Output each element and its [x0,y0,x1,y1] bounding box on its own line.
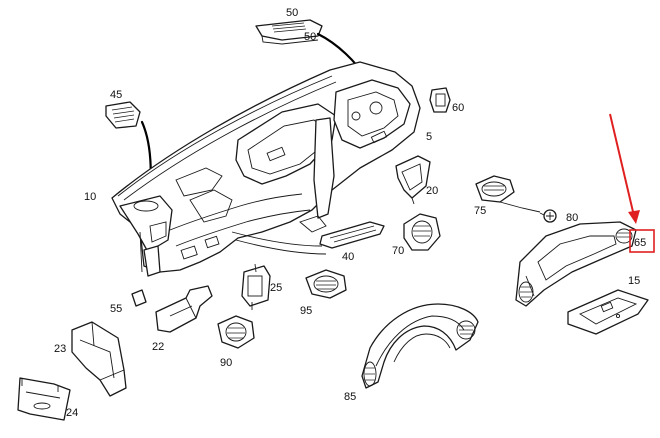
part-24-lid[interactable] [17,377,71,421]
label-part-50: 50 [286,7,298,19]
highlight-arrow-head [628,210,640,224]
part-75-vent[interactable] [475,175,515,203]
part-85-cluster-bezel[interactable] [361,303,479,389]
part-50-top-cover[interactable] [255,19,323,45]
part-22-duct[interactable] [155,285,213,333]
label-part-23: 23 [54,343,66,355]
part-65-trim-frame[interactable] [515,221,637,307]
label-part-45: 45 [110,89,122,101]
label-part-5: 5 [426,131,432,143]
part-40-bar[interactable] [299,215,385,249]
label-part-90: 90 [220,357,232,369]
label-part-22: 22 [152,341,164,353]
label-part-95: 95 [300,305,312,317]
label-part-50-small: 50 [304,31,316,43]
leader-75 [499,201,541,213]
label-part-65: 65 [634,237,646,249]
label-part-20: 20 [426,185,438,197]
label-part-24: 24 [66,407,78,419]
label-part-15: 15 [628,275,640,287]
part-20-bracket[interactable] [395,155,431,205]
highlight-box-part-65 [629,229,655,253]
label-part-25: 25 [270,282,282,294]
part-90-vent[interactable] [217,315,255,349]
label-part-10: 10 [84,191,96,203]
part-25-bracket[interactable] [241,263,271,310]
label-part-70: 70 [392,245,404,257]
part-45-side-cover[interactable] [105,101,141,129]
label-part-60: 60 [452,102,464,114]
label-part-80: 80 [566,212,578,224]
part-15-tray[interactable] [567,289,649,335]
label-part-55: 55 [110,303,122,315]
part-95-vent[interactable] [305,269,347,299]
label-part-40: 40 [342,251,354,263]
part-60-clip[interactable] [429,87,451,113]
label-part-75: 75 [474,205,486,217]
part-80-screw[interactable] [539,209,557,223]
dashboard-carrier[interactable] [111,61,421,277]
label-part-85: 85 [344,391,356,403]
part-70-vent[interactable] [403,213,441,251]
highlight-arrow-line [609,113,635,217]
part-55-clip[interactable] [131,289,147,307]
part-23-glovebox[interactable] [71,321,127,397]
